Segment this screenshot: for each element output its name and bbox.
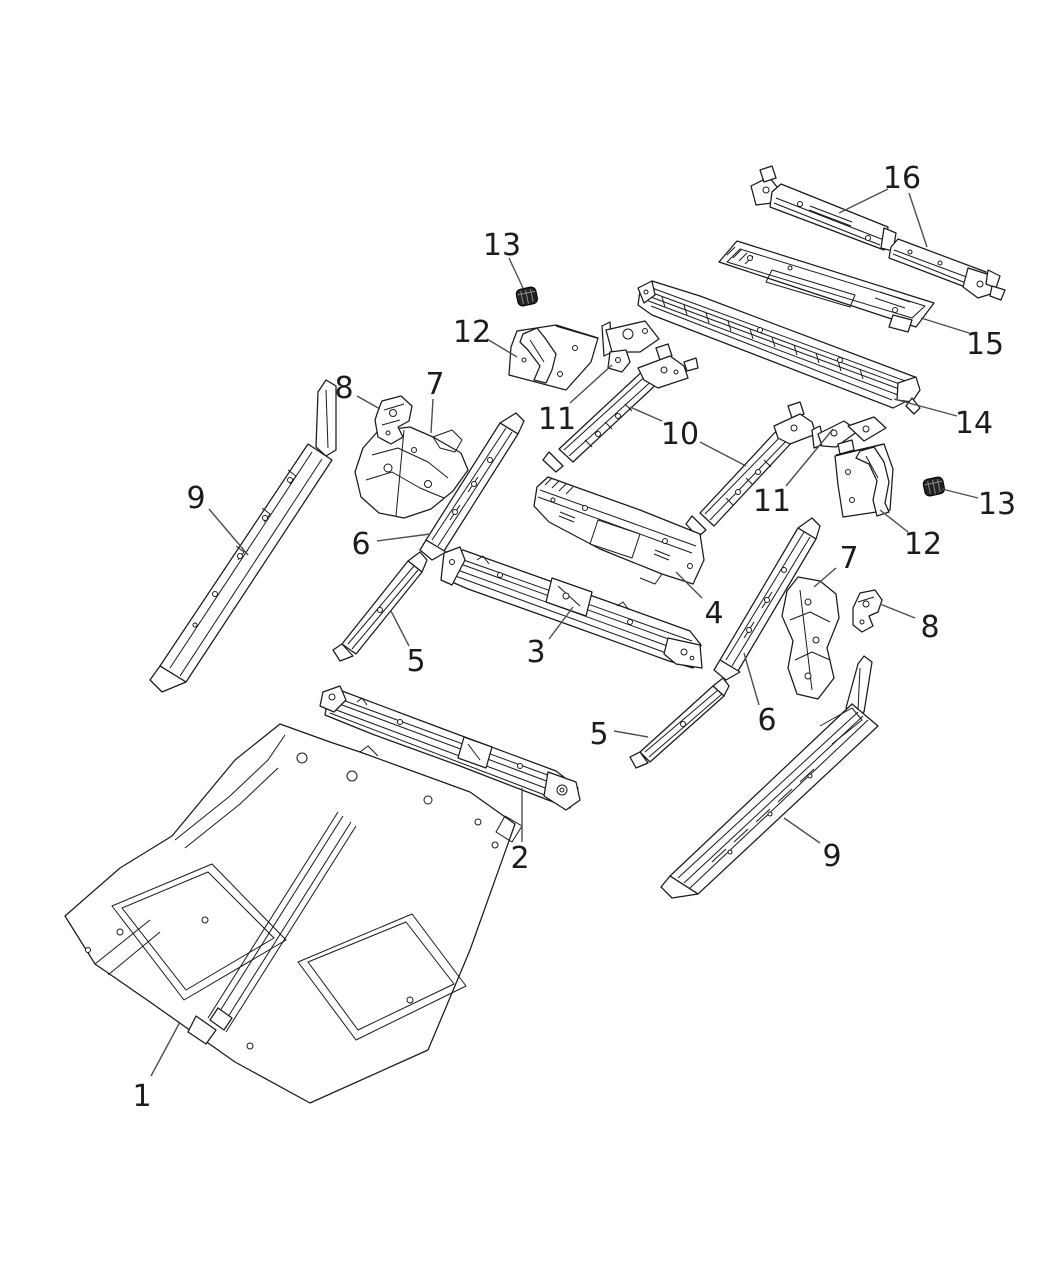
leader-line-16-2 xyxy=(908,192,928,248)
leader-line-4 xyxy=(675,571,703,599)
part-10-rail-left xyxy=(542,343,699,473)
leader-line-12-left xyxy=(486,338,518,358)
leader-line-6-right xyxy=(743,652,760,706)
callout-label-5-right: 5 xyxy=(589,717,608,752)
leader-line-3 xyxy=(548,606,574,640)
part-10-rail-right xyxy=(685,401,817,538)
part-9-sill-right xyxy=(660,655,879,899)
callout-label-12-left: 12 xyxy=(453,315,491,350)
callout-label-6-left: 6 xyxy=(351,527,370,562)
leader-line-12-right xyxy=(879,509,909,533)
part-5-rail-right xyxy=(629,677,730,769)
leader-line-10-2 xyxy=(699,441,747,467)
part-16-rail-left xyxy=(750,165,897,252)
part-13-grommet-right xyxy=(922,476,946,497)
part-15-filler-panel xyxy=(718,240,935,333)
leader-line-10-1 xyxy=(629,406,663,422)
part-2-crossmember xyxy=(319,685,581,811)
callout-label-10: 10 xyxy=(661,417,699,452)
part-4-rear-floor-panel xyxy=(533,476,705,585)
floor-tunnel xyxy=(187,811,357,1045)
part-6-rail-right xyxy=(713,517,821,681)
leader-line-13-right xyxy=(941,488,979,499)
leader-line-9-left xyxy=(208,508,249,556)
callout-label-7-right: 7 xyxy=(839,541,858,576)
parts-artwork xyxy=(64,165,1006,1104)
leader-line-8-left xyxy=(356,395,381,410)
leader-line-5-left xyxy=(390,610,410,647)
leader-line-11-right xyxy=(785,428,834,487)
part-11-bracket-right xyxy=(811,416,887,455)
callout-label-16: 16 xyxy=(883,161,921,196)
leader-line-14 xyxy=(893,398,958,417)
callout-label-8-left: 8 xyxy=(334,371,353,406)
part-12-shield-right xyxy=(834,443,894,518)
leader-line-1 xyxy=(150,1021,181,1077)
floor-seat-pan-right xyxy=(297,913,467,1041)
floor-seat-pan-left xyxy=(111,863,287,1001)
callout-label-2: 2 xyxy=(510,841,529,876)
callout-label-11-right: 11 xyxy=(753,484,791,519)
callout-label-4: 4 xyxy=(704,596,723,631)
callout-label-12-right: 12 xyxy=(904,527,942,562)
part-5-rail-left xyxy=(332,551,428,662)
leader-line-16-1 xyxy=(838,188,889,214)
part-1-floor-pan xyxy=(64,723,523,1104)
part-13-grommet-left xyxy=(515,286,539,307)
leader-line-7-right xyxy=(813,567,837,588)
part-8-bracket-right xyxy=(852,589,883,633)
part-12-shield-left xyxy=(508,324,599,391)
leader-line-7-left xyxy=(430,398,434,434)
callout-label-14: 14 xyxy=(955,406,993,441)
part-7-bracket-right xyxy=(781,576,840,700)
part-3-crossmember xyxy=(440,546,703,669)
leader-line-6-left xyxy=(376,533,431,542)
callout-label-7-left: 7 xyxy=(425,367,444,402)
part-6-rail-left xyxy=(419,412,525,561)
leader-line-5-right xyxy=(613,730,649,738)
leader-line-13-left xyxy=(508,257,524,289)
callout-label-13-right: 13 xyxy=(978,487,1016,522)
callout-label-15: 15 xyxy=(966,327,1004,362)
part-9-sill-left xyxy=(149,379,337,693)
callout-label-5-left: 5 xyxy=(406,644,425,679)
part-16-rail-right xyxy=(888,238,1006,301)
callout-label-9-left: 9 xyxy=(186,481,205,516)
callout-label-13-left: 13 xyxy=(483,228,521,263)
callout-label-11-left: 11 xyxy=(538,402,576,437)
callout-label-6-right: 6 xyxy=(757,703,776,738)
leader-line-8-right xyxy=(879,603,916,619)
part-7-bracket-left xyxy=(354,426,469,519)
part-14-rear-crossmember xyxy=(637,280,921,415)
leader-line-11-left xyxy=(569,364,613,404)
part-8-bracket-left xyxy=(374,395,413,445)
callout-label-8-right: 8 xyxy=(920,610,939,645)
callout-label-3: 3 xyxy=(526,635,545,670)
leader-line-9-right xyxy=(783,817,821,844)
callout-label-9-right: 9 xyxy=(822,839,841,874)
leader-line-15 xyxy=(920,317,970,334)
callout-label-1: 1 xyxy=(132,1079,151,1114)
part-11-bracket-left xyxy=(601,320,660,373)
